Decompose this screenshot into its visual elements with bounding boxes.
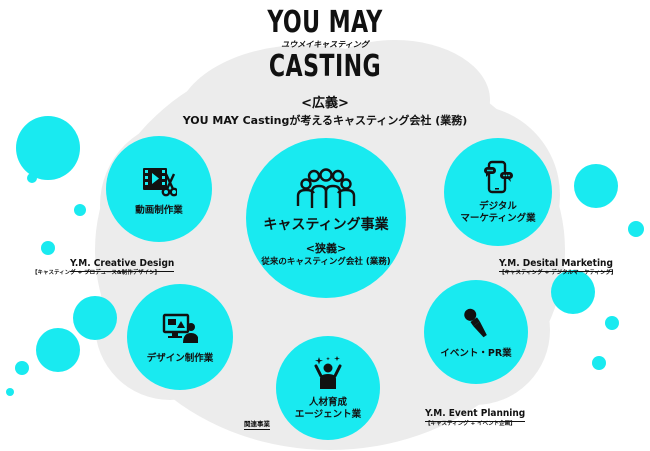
digital-marketing-title: Y.M. Desital Marketing bbox=[499, 257, 613, 272]
event-pr-label: イベント・PR業 bbox=[440, 347, 512, 359]
center-title: キャスティング事業 bbox=[263, 217, 389, 233]
digital-marketing-circle: デジタル マーケティング業 bbox=[444, 138, 552, 246]
design-production-label: デザイン制作業 bbox=[146, 352, 214, 364]
video-production-circle: 動画制作業 bbox=[106, 136, 212, 242]
event-planning-division: Y.M. Event Planning bbox=[425, 401, 526, 422]
narrow-subheading: 従来のキャスティング会社 (業務) bbox=[261, 257, 391, 267]
digital-marketing-subtitle: 【キャスティング + デジタルマーケティング】 bbox=[499, 270, 617, 276]
creative-design-division: Y.M. Creative Design bbox=[70, 251, 175, 272]
digital-marketing-division: Y.M. Desital Marketing bbox=[499, 251, 613, 272]
design-production-circle: デザイン制作業 bbox=[127, 284, 233, 390]
event-planning-title: Y.M. Event Planning bbox=[425, 407, 526, 422]
smartphone-chat-icon bbox=[484, 160, 513, 194]
brand-logo-kana: ユウメイキャスティング bbox=[281, 40, 369, 49]
video-production-label: 動画制作業 bbox=[135, 204, 183, 216]
talent-agent-circle: 人材育成 エージェント業 bbox=[276, 336, 380, 440]
designer-monitor-icon bbox=[162, 313, 198, 343]
creative-design-title: Y.M. Creative Design bbox=[70, 257, 175, 272]
celebrating-person-icon bbox=[314, 356, 342, 389]
narrow-heading: <狭義> bbox=[305, 242, 347, 255]
cyan-decorative-dots bbox=[6, 116, 644, 396]
brand-logo-line2: CASTING bbox=[268, 49, 382, 84]
talent-agent-label-line2: エージェント業 bbox=[294, 409, 362, 420]
talent-agent-label-line1: 人材育成 bbox=[308, 397, 347, 408]
related-business-label: 関連事業 bbox=[244, 420, 270, 430]
broad-heading: <広義> bbox=[301, 96, 349, 111]
microphone-icon bbox=[464, 308, 487, 337]
creative-design-subtitle: 【キャスティング + プロデュース&制作デザイン】 bbox=[32, 270, 161, 276]
film-scissors-icon bbox=[143, 167, 177, 196]
event-planning-subtitle: 【キャスティング + イベント企画】 bbox=[425, 421, 516, 427]
center-casting-circle: キャスティング事業 <狭義> 従来のキャスティング会社 (業務) bbox=[246, 138, 406, 298]
digital-marketing-label-line2: マーケティング業 bbox=[460, 213, 536, 224]
broad-subheading: YOU MAY Castingが考えるキャスティング会社 (業務) bbox=[182, 114, 468, 127]
event-pr-circle: イベント・PR業 bbox=[424, 280, 528, 384]
digital-marketing-label-line1: デジタル bbox=[479, 201, 517, 212]
brand-logo-line1: YOU MAY bbox=[267, 5, 383, 40]
people-group-icon bbox=[296, 168, 356, 208]
